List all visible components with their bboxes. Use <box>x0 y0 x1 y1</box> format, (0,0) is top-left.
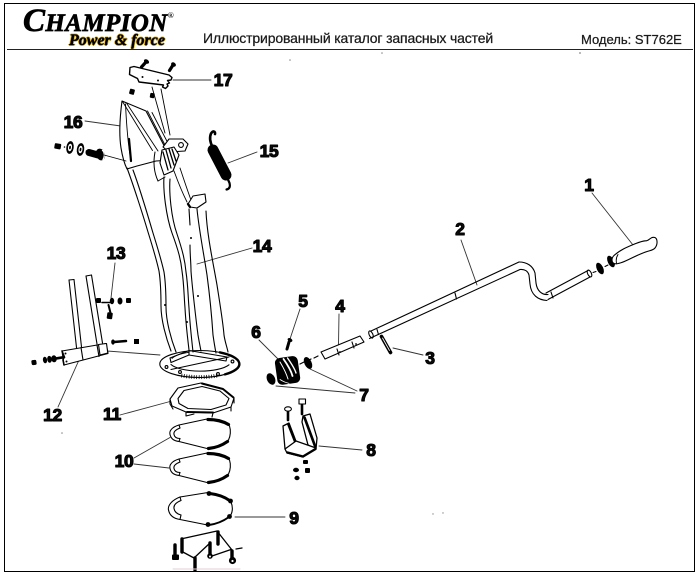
svg-text:17: 17 <box>214 70 233 90</box>
svg-text:13: 13 <box>107 243 126 263</box>
svg-text:8: 8 <box>366 440 376 460</box>
svg-text:2: 2 <box>455 219 465 239</box>
svg-text:15: 15 <box>260 141 279 161</box>
svg-text:9: 9 <box>289 508 299 528</box>
svg-text:7: 7 <box>359 385 368 405</box>
svg-text:3: 3 <box>425 348 435 368</box>
svg-text:1: 1 <box>584 175 594 195</box>
svg-text:14: 14 <box>253 236 272 256</box>
svg-text:5: 5 <box>298 291 308 311</box>
svg-text:16: 16 <box>64 112 83 132</box>
svg-text:4: 4 <box>335 296 345 316</box>
svg-text:6: 6 <box>251 322 261 342</box>
svg-text:10: 10 <box>115 451 134 471</box>
svg-text:12: 12 <box>43 405 62 425</box>
svg-text:11: 11 <box>103 404 121 424</box>
